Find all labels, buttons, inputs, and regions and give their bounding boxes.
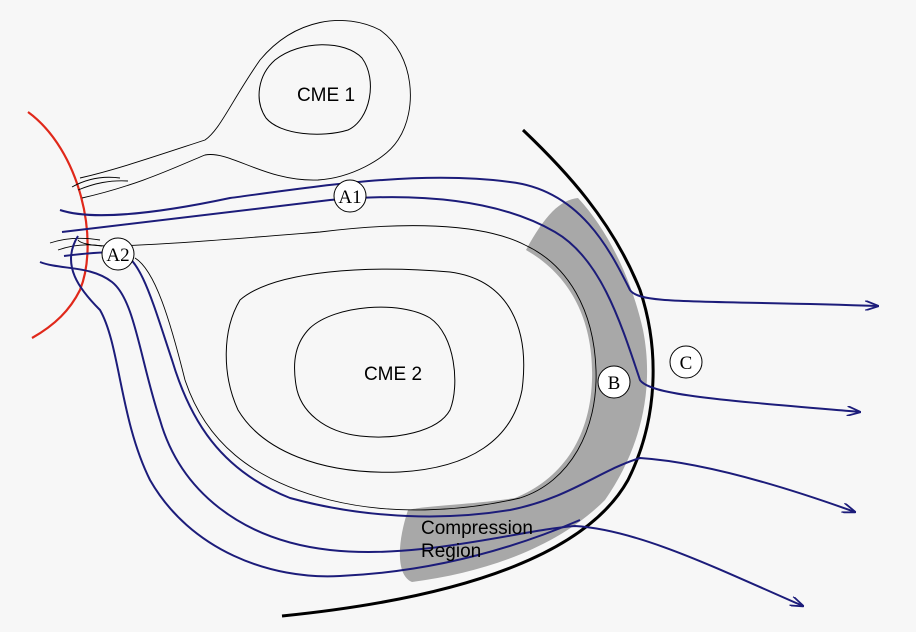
field-line-3 xyxy=(63,250,855,518)
cme1-inner-contour xyxy=(258,44,371,135)
marker-a1-label: A1 xyxy=(338,187,361,208)
shock-front xyxy=(281,128,655,618)
cme1-outer-contour xyxy=(79,20,411,199)
cme1-leg-lines xyxy=(71,176,129,191)
cme2-outer-contour xyxy=(77,225,597,511)
marker-c-label: C xyxy=(680,353,693,374)
compression-region xyxy=(399,198,648,582)
cme2-leg-lines xyxy=(49,237,103,251)
marker-b: B xyxy=(597,365,631,399)
compression-region-label-line2: Region xyxy=(421,541,481,562)
cme1-label: CME 1 xyxy=(297,85,355,106)
field-line-2 xyxy=(61,196,860,412)
field-line-5 xyxy=(70,235,581,578)
marker-c: C xyxy=(669,345,703,379)
field-line-4 xyxy=(39,261,803,606)
marker-a2: A2 xyxy=(101,237,135,271)
field-line-1 xyxy=(59,176,878,306)
cme2-inner-contour xyxy=(294,306,456,438)
marker-a1: A1 xyxy=(333,179,367,213)
marker-b-label: B xyxy=(608,373,621,394)
cme2-middle-contour xyxy=(225,268,525,473)
compression-region-label-line1: Compression xyxy=(421,518,533,539)
cme2-label: CME 2 xyxy=(364,364,422,385)
solar-surface-arc xyxy=(27,111,89,339)
marker-a2-label: A2 xyxy=(106,245,129,266)
